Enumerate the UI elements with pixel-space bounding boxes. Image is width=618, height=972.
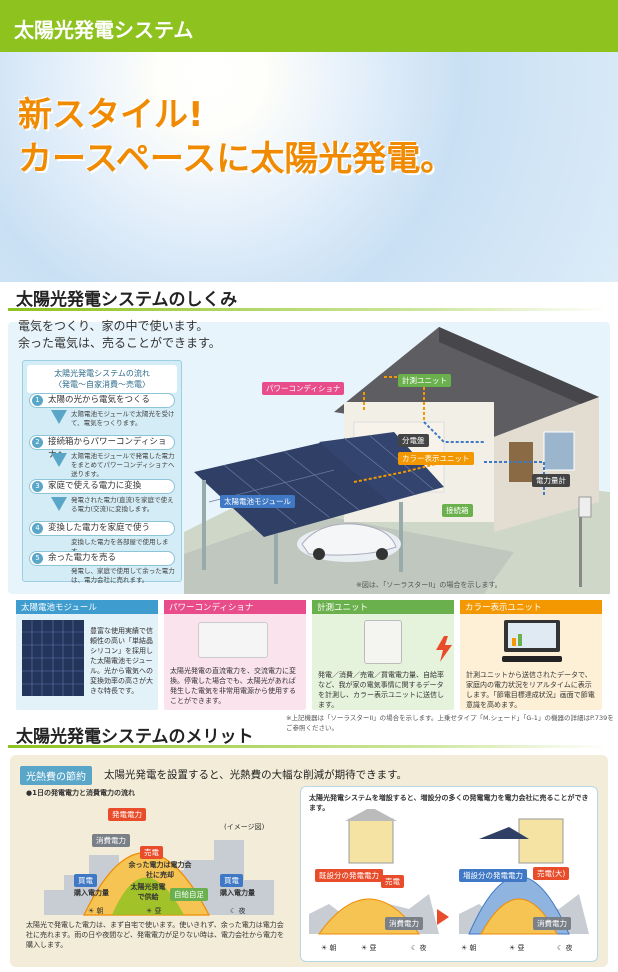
time-morning: ☀ 朝 bbox=[88, 907, 104, 915]
flow-arrow bbox=[51, 453, 67, 467]
expansion-title: 太陽光発電システムを増設すると、増設分の多くの発電電力を電力会社に売ることができ… bbox=[309, 794, 589, 812]
chart-title: ●1日の発電電力と消費電力の流れ bbox=[26, 789, 135, 797]
label-generated: 発電電力 bbox=[108, 808, 146, 821]
cards-footnote: ※上記機器は「ソーラスターII」の場合を示します。上乗せタイプ「M.シェード」「… bbox=[286, 714, 614, 732]
card-meter: 計測ユニット 発電／消費／売電／買電電力量、自給率など、我が家の電気事情に関する… bbox=[312, 600, 454, 710]
intro-line1: 電気をつくり、家の中で使います。 bbox=[18, 319, 209, 333]
section1-intro: 電気をつくり、家の中で使います。 余った電気は、売ることができます。 bbox=[18, 318, 221, 352]
label-self-rate: 自給自足 bbox=[170, 888, 208, 901]
card-meter-text: 発電／消費／売電／買電電力量、自給率など、我が家の電気事情に関するデータを計測し… bbox=[318, 671, 444, 709]
display-unit-icon bbox=[502, 620, 562, 662]
solar-panel-icon bbox=[22, 620, 84, 696]
right-time-noon: ☀ 昼 bbox=[361, 944, 377, 952]
step-label: 変換した電力を家庭で使う bbox=[48, 523, 151, 533]
chart-caption: 太陽光で発電した電力は、まず自宅で使います。使いきれず、余った電力は電力会社に売… bbox=[26, 921, 284, 949]
step-desc: 発電された電力(直流)を家庭で使える電力(交流)に変換します。 bbox=[71, 496, 174, 513]
header-bar: 太陽光発電システム bbox=[0, 0, 618, 52]
intro-line2: 余った電気は、売ることができます。 bbox=[18, 336, 221, 350]
label-sell-big: 売電(大) bbox=[533, 867, 570, 880]
tag-power-conditioner: パワーコンディショナ bbox=[262, 382, 345, 395]
label-right-consumed2: 消費電力 bbox=[533, 917, 571, 930]
step-num: 5 bbox=[32, 553, 43, 564]
card-module: 太陽電池モジュール 豊富な使用実績で信頼性の高い「単結晶シリコン」を採用した太陽… bbox=[16, 600, 158, 710]
signal-bolt-icon bbox=[436, 636, 452, 662]
card-pcs-text: 太陽光発電の直流電力を、交流電力に変換。停電した場合でも、太陽光があれば発生した… bbox=[170, 667, 296, 705]
label-consumed: 消費電力 bbox=[92, 834, 130, 847]
hero-line2: カースペースに太陽光発電。 bbox=[18, 139, 455, 179]
hero-line1: 新スタイル! bbox=[18, 95, 204, 135]
tag-color-display: カラー表示ユニット bbox=[398, 452, 474, 465]
merit-badge: 光熱費の節約 bbox=[20, 766, 92, 785]
flow-title-line2: 〈発電〜自家消費〜売電〉 bbox=[54, 380, 150, 389]
step-num: 1 bbox=[32, 395, 43, 406]
section2-rule bbox=[8, 745, 608, 748]
diagram-note: ※図は、「ソーラスターII」の場合を示します。 bbox=[356, 581, 502, 589]
card-module-title: 太陽電池モジュール bbox=[16, 600, 158, 614]
flow-step-3: 3 家庭で使える電力に変換 bbox=[29, 479, 175, 494]
card-display: カラー表示ユニット 計測ユニットから送信されたデータで、家庭内の電力状況をリアル… bbox=[460, 600, 602, 710]
sky-background bbox=[0, 52, 618, 282]
flow-arrow bbox=[51, 497, 67, 511]
meter-unit-icon bbox=[364, 620, 402, 664]
label-right-sell: 売電 bbox=[381, 875, 404, 888]
time-night: ☾ 夜 bbox=[230, 907, 246, 915]
label-buy: 買電 bbox=[74, 874, 97, 887]
flow-arrow bbox=[51, 410, 67, 424]
label-buy-amount2: 購入電力量 bbox=[220, 889, 255, 897]
card-module-text: 豊富な使用実績で信頼性の高い「単結晶シリコン」を採用した太陽電池モジュール。光か… bbox=[90, 627, 153, 695]
label-buy2: 買電 bbox=[220, 874, 243, 887]
merit-text: 太陽光発電を設置すると、光熱費の大幅な削減が期待できます。 bbox=[104, 769, 408, 781]
section2-title: 太陽光発電システムのメリット bbox=[16, 727, 254, 747]
expansion-panel: 太陽光発電システムを増設すると、増設分の多くの発電電力を電力会社に売ることができ… bbox=[300, 786, 598, 962]
right-time-night2: ☾ 夜 bbox=[557, 944, 573, 952]
label-right-consumed: 消費電力 bbox=[385, 917, 423, 930]
tag-module: 太陽電池モジュール bbox=[220, 495, 295, 508]
section1-title: 太陽光発電システムのしくみ bbox=[16, 290, 238, 310]
flow-title: 太陽光発電システムの流れ 〈発電〜自家消費〜売電〉 bbox=[27, 365, 177, 393]
label-surplus: 余った電力は電力会社に売却 bbox=[128, 861, 192, 879]
card-display-title: カラー表示ユニット bbox=[460, 600, 602, 614]
time-noon: ☀ 昼 bbox=[146, 907, 162, 915]
step-num: 4 bbox=[32, 523, 43, 534]
step-desc: 太陽電池モジュールで発電した電力をまとめてパワーコンディショナへ送ります。 bbox=[71, 452, 175, 478]
right-time-noon2: ☀ 昼 bbox=[509, 944, 525, 952]
header-title: 太陽光発電システム bbox=[14, 18, 194, 42]
power-conditioner-icon bbox=[198, 622, 268, 658]
label-existing: 既設分の発電電力 bbox=[315, 869, 383, 882]
card-display-text: 計測ユニットから送信されたデータで、家庭内の電力状況をリアルタイムに表示します。… bbox=[466, 671, 595, 709]
right-time-morning2: ☀ 朝 bbox=[461, 944, 477, 952]
image-note: (イメージ図) bbox=[224, 823, 265, 831]
daily-power-chart: ●1日の発電電力と消費電力の流れ (イメージ図) 発電電力 消費電力 売電 余っ… bbox=[24, 786, 292, 962]
tag-junction: 接続箱 bbox=[442, 504, 473, 517]
flow-step-1: 1 太陽の光から電気をつくる bbox=[29, 393, 175, 408]
step-label: 家庭で使える電力に変換 bbox=[48, 481, 142, 491]
step-num: 3 bbox=[32, 481, 43, 492]
tag-meter-unit: 計測ユニット bbox=[398, 374, 451, 387]
flow-title-line1: 太陽光発電システムの流れ bbox=[54, 369, 150, 378]
tag-distribution: 分電盤 bbox=[398, 434, 429, 447]
step-desc: 発電し、家庭で使用して余った電力は、電力会社に売れます。 bbox=[71, 567, 175, 584]
card-pcs-title: パワーコンディショナ bbox=[164, 600, 306, 614]
right-time-night: ☾ 夜 bbox=[411, 944, 427, 952]
card-pcs: パワーコンディショナ 太陽光発電の直流電力を、交流電力に変換。停電した場合でも、… bbox=[164, 600, 306, 710]
step-label: 余った電力を売る bbox=[48, 553, 117, 563]
flow-step-5: 5 余った電力を売る bbox=[29, 551, 175, 566]
flow-step-4: 4 変換した電力を家庭で使う bbox=[29, 521, 175, 536]
label-added: 増設分の発電電力 bbox=[459, 869, 527, 882]
step-label: 太陽の光から電気をつくる bbox=[48, 395, 150, 405]
label-sell: 売電 bbox=[140, 846, 163, 859]
section1-rule bbox=[8, 308, 608, 311]
house-illustration bbox=[184, 327, 610, 594]
right-time-morning: ☀ 朝 bbox=[321, 944, 337, 952]
step-desc: 太陽電池モジュールで太陽光を受けて、電気をつくります。 bbox=[71, 410, 175, 427]
step-num: 2 bbox=[32, 437, 43, 448]
tag-meter: 電力量計 bbox=[532, 474, 570, 487]
label-self-supply: 太陽光発電で供給 bbox=[130, 883, 166, 901]
label-buy-amount: 購入電力量 bbox=[74, 889, 109, 897]
card-meter-title: 計測ユニット bbox=[312, 600, 454, 614]
